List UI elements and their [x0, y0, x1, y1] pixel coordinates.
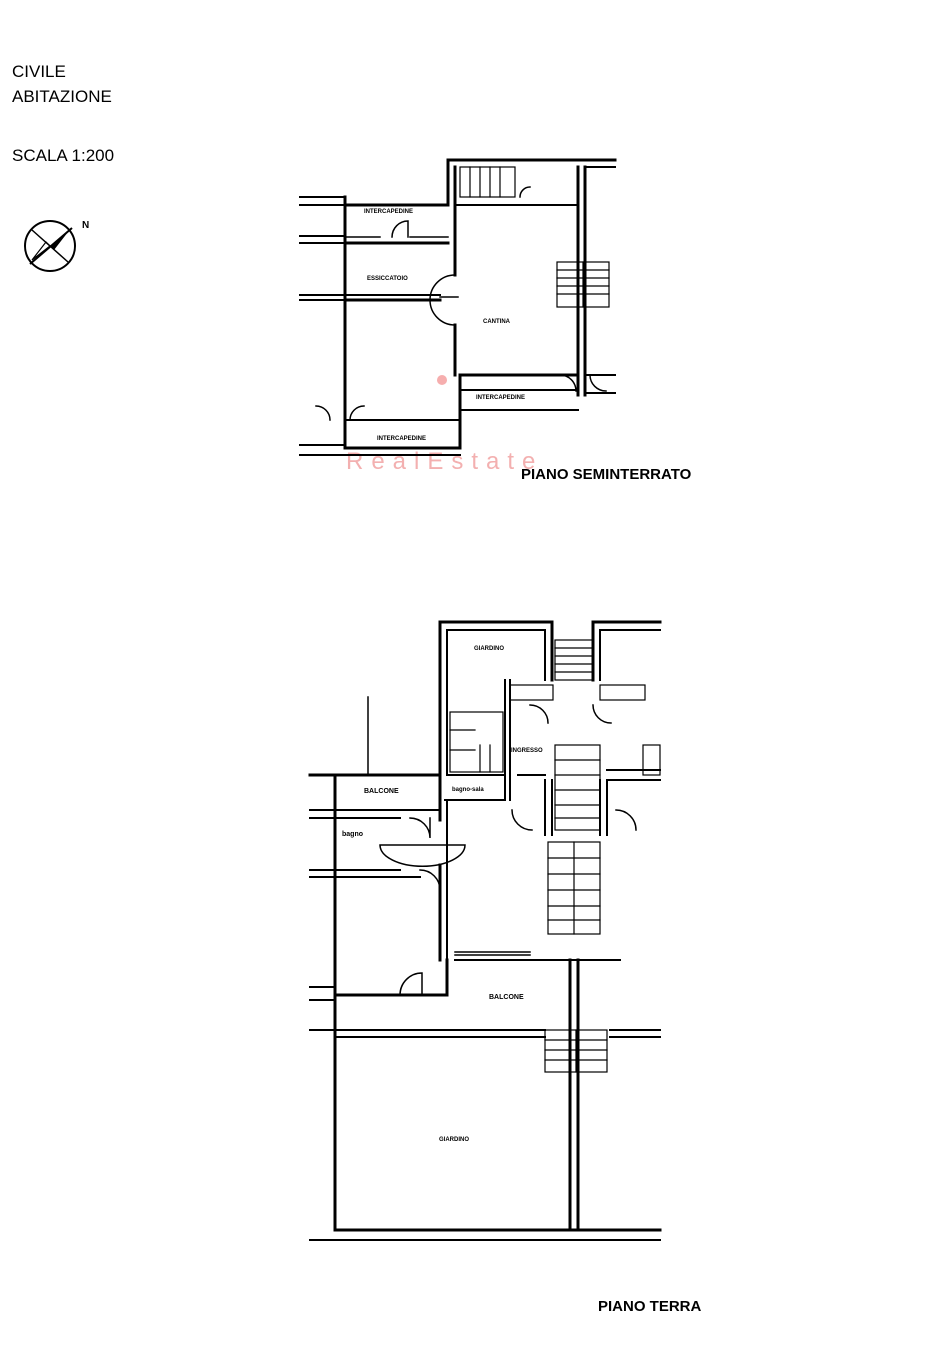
room-label-balcone-bottom: BALCONE	[489, 994, 524, 1001]
scale-label: SCALA 1:200	[12, 146, 115, 165]
watermark-dot-icon	[437, 375, 447, 385]
room-label-soggiorno: bagno-sala	[452, 787, 484, 793]
north-label: N	[82, 220, 90, 231]
room-label-intercapedine-top: INTERCAPEDINE	[364, 209, 414, 215]
watermark-text: RealEstate	[346, 448, 544, 475]
room-label-essiccatoio: ESSICCATOIO	[367, 276, 408, 282]
north-arrow-icon: N	[22, 216, 102, 285]
room-label-balcone-left: BALCONE	[364, 788, 399, 795]
room-label-cantina: CANTINA	[483, 319, 510, 325]
building-type-line1: CIVILE	[12, 62, 66, 81]
room-label-ingresso: INGRESSO	[511, 748, 543, 754]
building-type-line2: ABITAZIONE	[12, 87, 112, 106]
room-label-intercapedine-bottom: INTERCAPEDINE	[377, 436, 427, 442]
floor-title-basement: PIANO SEMINTERRATO	[521, 466, 692, 483]
room-label-intercapedine-right: INTERCAPEDINE	[476, 395, 526, 401]
room-label-giardino-bottom: GIARDINO	[439, 1137, 469, 1143]
floor-title-ground: PIANO TERRA	[598, 1298, 702, 1315]
room-label-bagno: bagno	[342, 831, 363, 838]
room-label-giardino-top: GIARDINO	[474, 646, 504, 652]
